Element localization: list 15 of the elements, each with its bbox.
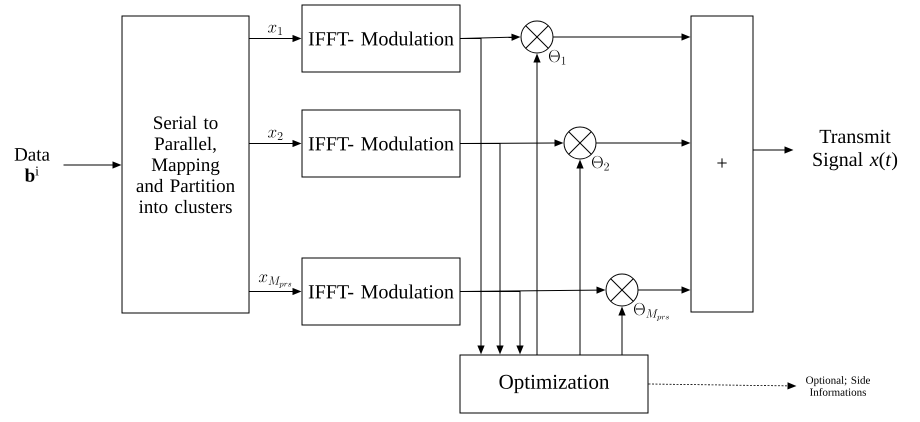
edge-label: $\Theta_2$ — [592, 156, 609, 171]
edge-label: $x_{M_{prs}}$ — [258, 274, 292, 288]
process-box: Optimization — [460, 354, 648, 414]
process-box: IFFT- Modulation — [302, 110, 460, 178]
process-box: IFFT- Modulation — [302, 258, 460, 326]
edge-label: $x_2$ — [268, 130, 282, 140]
input-label: Data b$^{i}$ — [14, 148, 50, 182]
note-text: Optional; Side Informations — [806, 376, 870, 396]
process-box: Serial to Parallel, Mapping and Partition into clusters — [122, 16, 250, 314]
edge-label: $\Theta_{M_{prs}}$ — [634, 302, 669, 321]
process-box: IFFT- Modulation — [302, 4, 460, 72]
output-label: Transmit Signal x(t) — [813, 130, 898, 170]
edge-label: $\Theta_1$ — [548, 50, 566, 65]
adder-box: + — [690, 16, 754, 312]
edge-label: $x_1$ — [268, 24, 282, 35]
